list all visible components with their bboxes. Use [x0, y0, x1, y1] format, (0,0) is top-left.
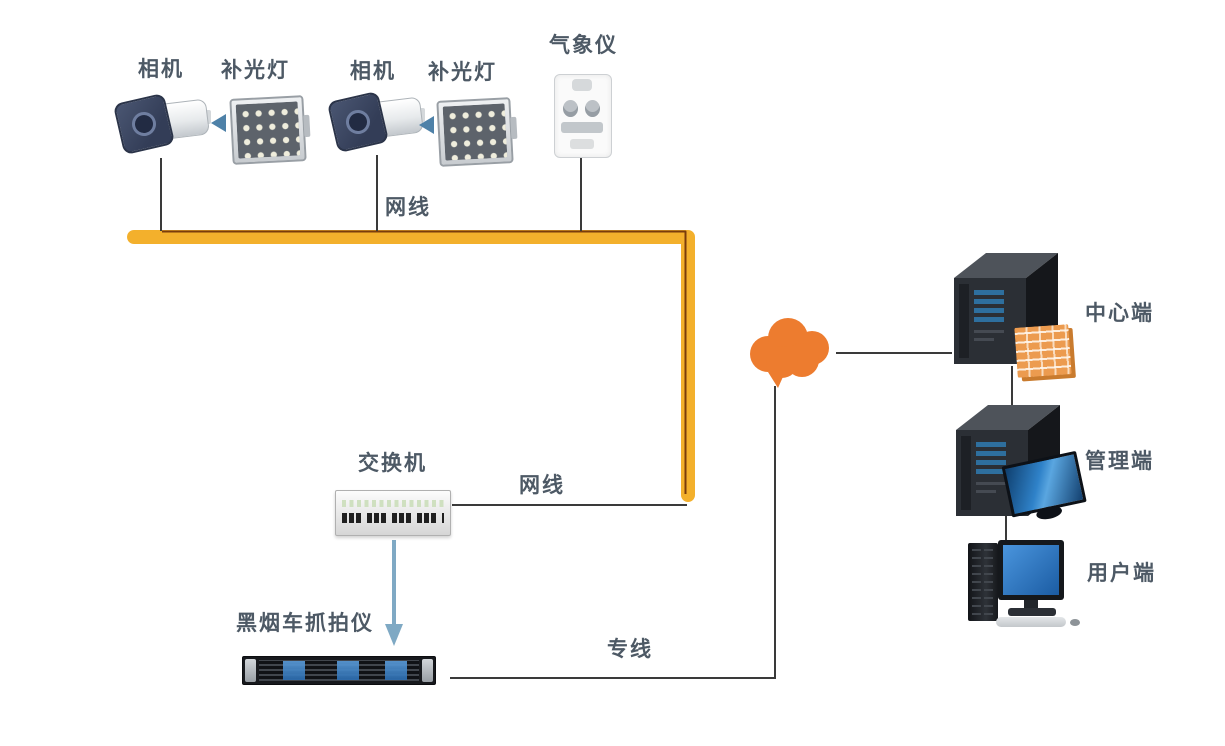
rack-drive-blue — [337, 661, 359, 680]
monitor-screen — [1003, 545, 1059, 595]
keyboard-icon — [996, 617, 1066, 627]
camera-lens — [129, 109, 159, 139]
bullet-camera-icon-1 — [112, 90, 216, 160]
desktop-tower-icon — [968, 543, 998, 621]
weather-sensor-port — [585, 100, 600, 117]
label-management-terminal: 管理端 — [1085, 450, 1154, 473]
led-panel-bracket — [303, 114, 311, 138]
network-switch-icon — [335, 490, 451, 536]
led-grid — [235, 101, 301, 159]
label-user-terminal: 用户端 — [1087, 562, 1156, 585]
camera-lens — [343, 107, 373, 137]
label-fill-light-1: 补光灯 — [221, 59, 290, 82]
weather-sensor-icon — [554, 74, 612, 158]
label-smoke-vehicle-capture: 黑烟车抓拍仪 — [236, 612, 374, 635]
label-weather-station: 气象仪 — [549, 34, 618, 57]
rack-ear-right — [422, 659, 433, 682]
monitor-neck — [1024, 600, 1038, 609]
left-triangle-icon-2 — [419, 116, 434, 134]
weather-sensor-cap — [572, 79, 592, 91]
label-switch: 交换机 — [358, 452, 427, 475]
switch-led-row — [342, 500, 444, 507]
weather-sensor-base — [570, 139, 594, 149]
down-arrow-icon — [385, 624, 403, 646]
bullet-camera-icon-2 — [326, 88, 430, 158]
led-panel-icon-2 — [436, 97, 518, 167]
cloud-icon — [750, 318, 829, 388]
monitor-base — [1008, 608, 1056, 616]
dedicated-line-path — [450, 386, 776, 679]
label-fill-light-2: 补光灯 — [428, 61, 497, 84]
label-camera-2: 相机 — [350, 60, 396, 83]
label-camera-1: 相机 — [138, 58, 184, 81]
label-network-cable-switch: 网线 — [519, 474, 565, 497]
camera-lens-housing — [112, 92, 176, 156]
led-panel-icon-1 — [229, 95, 311, 165]
led-grid — [442, 103, 508, 161]
rack-ear-left — [245, 659, 256, 682]
mouse-icon — [1070, 619, 1080, 626]
label-dedicated-line: 专线 — [607, 638, 653, 661]
weather-sensor-band — [561, 122, 603, 133]
left-triangle-icon-1 — [211, 114, 226, 132]
rack-drive-blue — [283, 661, 305, 680]
firewall-icon — [1014, 324, 1072, 378]
led-panel-bracket — [510, 116, 518, 140]
monitor-icon-user — [998, 540, 1064, 600]
label-center-terminal: 中心端 — [1085, 302, 1154, 325]
camera-lens-housing — [326, 90, 390, 154]
label-network-cable-top: 网线 — [385, 196, 431, 219]
cable-bus-line — [127, 230, 695, 502]
cable-bus-edge-line — [162, 230, 687, 494]
rack-drive-blue — [385, 661, 407, 680]
weather-sensor-port — [563, 100, 578, 117]
switch-port-row — [342, 513, 444, 523]
rack-server-icon — [242, 656, 436, 685]
